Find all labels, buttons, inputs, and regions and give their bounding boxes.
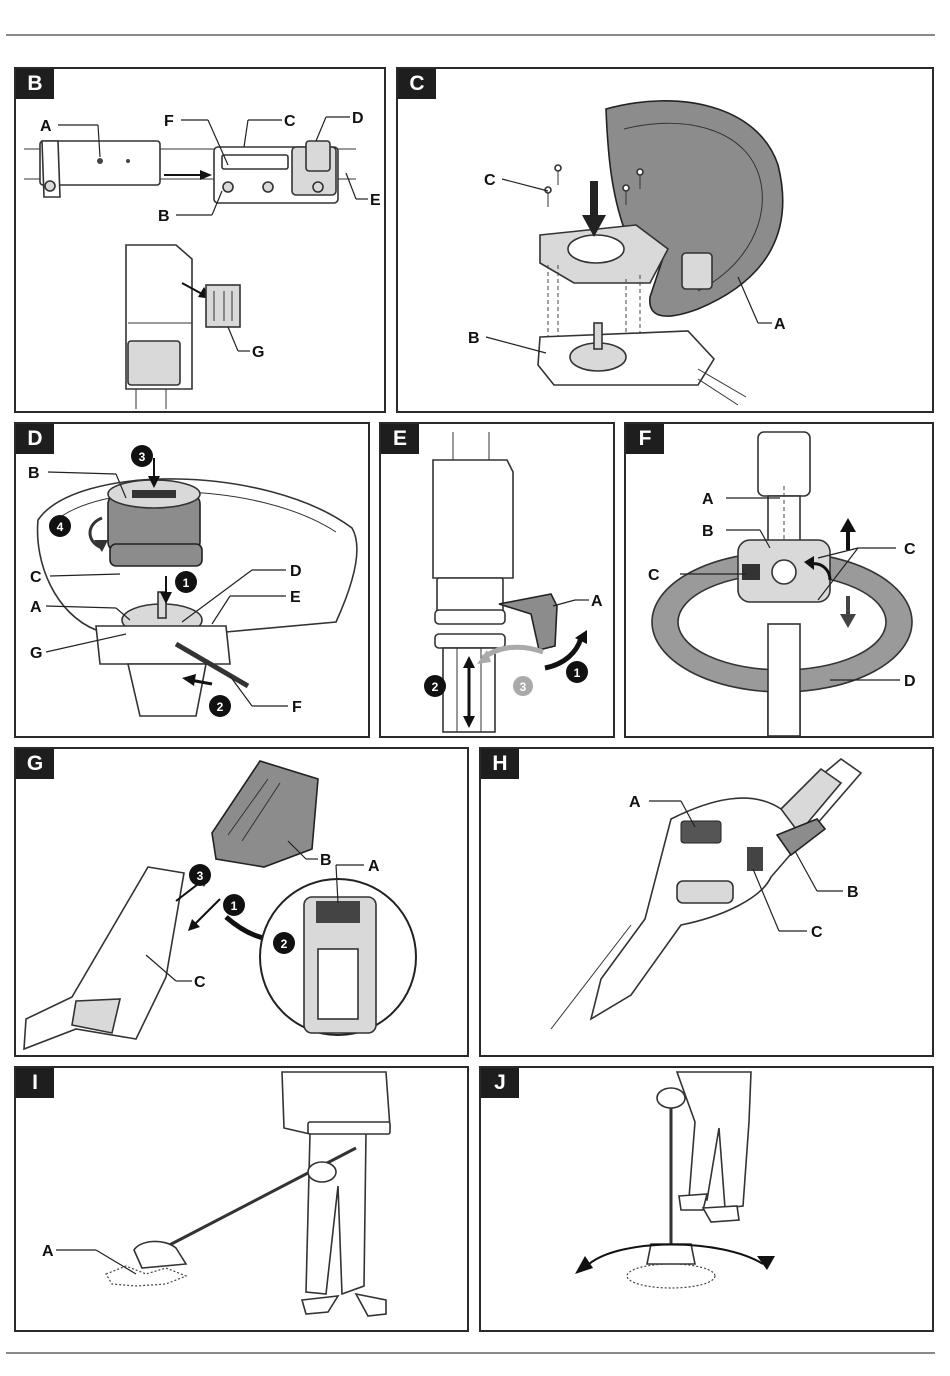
- battery-b: [211, 760, 319, 868]
- trigger-b: [775, 818, 827, 857]
- step-3: 3: [197, 869, 204, 883]
- trigger-c: [747, 847, 763, 871]
- panel-h-badge: H: [481, 749, 519, 779]
- panel-f: F A B C C D: [624, 422, 934, 738]
- trimmer-head: [133, 1240, 188, 1269]
- panel-j: J: [479, 1066, 934, 1332]
- panel-j-illustration: [575, 1071, 775, 1289]
- panel-d: D 3 4 1 2 B: [14, 422, 370, 738]
- panel-b-illustration: A F C D E B G: [24, 110, 381, 409]
- label-c: C: [284, 113, 296, 130]
- step-3: 3: [139, 450, 146, 464]
- panel-e-illustration: A 1 2 3: [424, 432, 603, 733]
- label-b: B: [702, 523, 714, 540]
- label-c: C: [30, 569, 42, 586]
- label-e: E: [370, 192, 381, 209]
- trimmer-head: [646, 1243, 696, 1265]
- label-b: B: [320, 852, 332, 869]
- coupling-lever: [305, 140, 331, 172]
- label-a: A: [30, 599, 42, 616]
- loop-handle: [307, 1161, 337, 1183]
- panel-i: I A: [14, 1066, 469, 1332]
- step-1: 1: [183, 576, 190, 590]
- panel-e: E A 1 2 3: [379, 422, 615, 738]
- label-c: C: [484, 172, 496, 189]
- label-b: B: [468, 330, 480, 347]
- panel-c-illustration: C B A: [468, 100, 786, 406]
- panel-j-badge: J: [481, 1068, 519, 1098]
- panel-i-illustration: A: [42, 1071, 391, 1317]
- label-d: D: [290, 563, 302, 580]
- label-c: C: [811, 924, 823, 941]
- label-a: A: [702, 491, 714, 508]
- clamp-lever-a: [498, 593, 558, 651]
- label-b: B: [28, 465, 40, 482]
- panel-f-badge: F: [626, 424, 664, 454]
- panel-g-illustration: 3 1 2 B A C: [23, 760, 417, 1051]
- panel-g: G 3 1 2 B A C: [14, 747, 469, 1057]
- step-2: 2: [217, 700, 224, 714]
- panel-i-badge: I: [16, 1068, 54, 1098]
- label-c-right: C: [904, 541, 916, 558]
- label-d: D: [904, 673, 916, 690]
- panel-h: H A B C: [479, 747, 934, 1057]
- panel-d-illustration: 3 4 1 2 B C A G D E F: [28, 445, 358, 717]
- panel-d-badge: D: [16, 424, 54, 454]
- panel-g-badge: G: [16, 749, 54, 779]
- label-c: C: [194, 974, 206, 991]
- label-a: A: [42, 1243, 54, 1260]
- step-4: 4: [57, 520, 64, 534]
- step-3: 3: [520, 680, 527, 694]
- upper-housing: [432, 459, 514, 579]
- label-b: B: [158, 208, 170, 225]
- panel-e-badge: E: [381, 424, 419, 454]
- guard-a: [605, 100, 784, 317]
- top-rule: [6, 34, 935, 36]
- label-f: F: [164, 113, 174, 130]
- label-a: A: [40, 118, 52, 135]
- panel-h-illustration: A B C: [550, 757, 863, 1030]
- panel-c-badge: C: [398, 69, 436, 99]
- step-1: 1: [574, 666, 581, 680]
- operator: [675, 1071, 752, 1209]
- gearbox: [126, 663, 207, 717]
- operator: [281, 1071, 391, 1296]
- step-1: 1: [231, 899, 238, 913]
- label-a: A: [591, 593, 603, 610]
- label-a: A: [629, 794, 641, 811]
- part-g: [205, 284, 241, 328]
- label-a: A: [774, 316, 786, 333]
- panel-f-illustration: A B C C D: [648, 431, 916, 736]
- label-g: G: [252, 344, 264, 361]
- panel-c: C C B A: [396, 67, 934, 413]
- label-c-left: C: [648, 567, 660, 584]
- label-g: G: [30, 645, 42, 662]
- step-2: 2: [281, 937, 288, 951]
- panel-b: B A F C D E B: [14, 67, 386, 413]
- motor-handle-c: [23, 866, 185, 1051]
- label-b: B: [847, 884, 859, 901]
- label-d: D: [352, 110, 364, 127]
- lock-off-a: [680, 820, 722, 844]
- panel-b-badge: B: [16, 69, 54, 99]
- step-2: 2: [432, 680, 439, 694]
- label-a: A: [368, 858, 380, 875]
- battery-latch-a: [316, 901, 360, 923]
- label-e: E: [290, 589, 301, 606]
- label-f: F: [292, 699, 302, 716]
- bottom-rule: [6, 1352, 935, 1354]
